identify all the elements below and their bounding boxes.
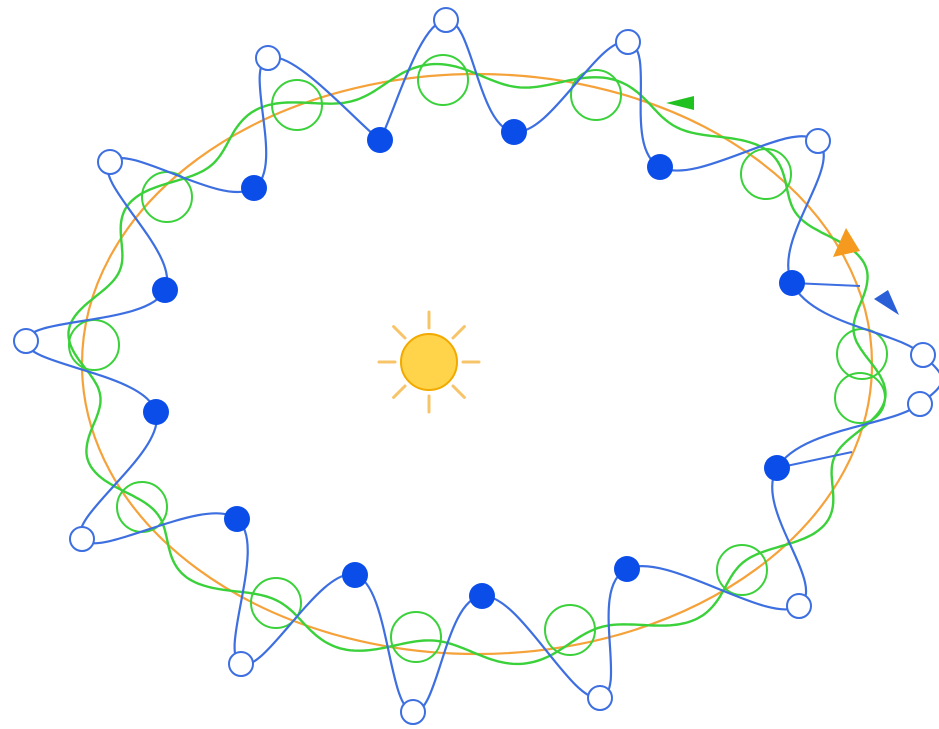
- filled-point: [779, 270, 805, 296]
- hollow-point: [229, 652, 253, 676]
- filled-point: [342, 562, 368, 588]
- hollow-point: [98, 150, 122, 174]
- hollow-point: [401, 700, 425, 724]
- filled-point: [367, 127, 393, 153]
- hollow-point: [434, 8, 458, 32]
- filled-point: [152, 277, 178, 303]
- hollow-point: [806, 129, 830, 153]
- hollow-point: [908, 392, 932, 416]
- hollow-point: [616, 30, 640, 54]
- filled-point: [469, 583, 495, 609]
- hollow-point: [911, 343, 935, 367]
- filled-point: [647, 154, 673, 180]
- hollow-point: [787, 594, 811, 618]
- hollow-point: [256, 46, 280, 70]
- filled-point: [224, 506, 250, 532]
- hollow-point: [14, 329, 38, 353]
- sun-disc: [401, 334, 457, 390]
- filled-point: [764, 455, 790, 481]
- filled-point: [501, 119, 527, 145]
- sun-icon: [379, 312, 479, 412]
- filled-point: [241, 175, 267, 201]
- filled-point: [614, 556, 640, 582]
- hollow-point: [588, 686, 612, 710]
- filled-point: [143, 399, 169, 425]
- hollow-point: [70, 527, 94, 551]
